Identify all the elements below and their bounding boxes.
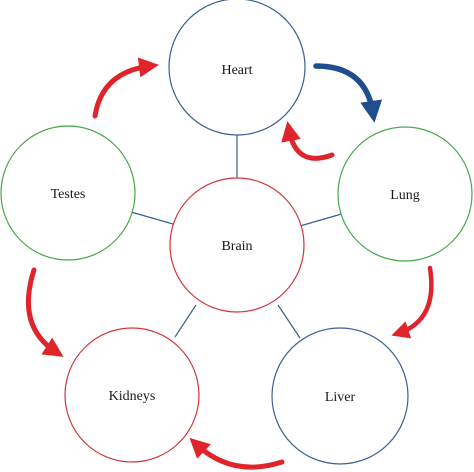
label-kidneys: Kidneys [109,389,156,404]
node-testes [0,125,136,261]
connector-brain-liver [277,304,301,339]
node-labels: Heart Lung Liver Kidneys Testes Brain [51,63,420,405]
label-testes: Testes [51,187,86,202]
node-lung [337,126,473,262]
label-liver: Liver [325,390,356,405]
node-heart [168,0,306,136]
connector-lines [130,133,346,339]
label-brain: Brain [221,239,252,254]
connector-brain-kidneys [174,304,197,338]
node-brain [169,177,305,313]
arrow-lung-to-liver [391,265,434,339]
cycle-arrows [25,57,434,470]
arrow-heart-to-lung [313,63,383,123]
connector-brain-lung [299,212,346,227]
connector-brain-testes [130,211,174,225]
arrow-lung-to-heart [281,121,335,161]
arrow-testes-to-heart [92,57,159,119]
node-liver [271,327,409,465]
arrow-liver-to-kidneys [189,437,285,470]
label-lung: Lung [390,188,420,203]
label-heart: Heart [221,63,252,78]
node-kidneys [64,327,200,463]
arrow-testes-to-kidneys [25,267,64,357]
